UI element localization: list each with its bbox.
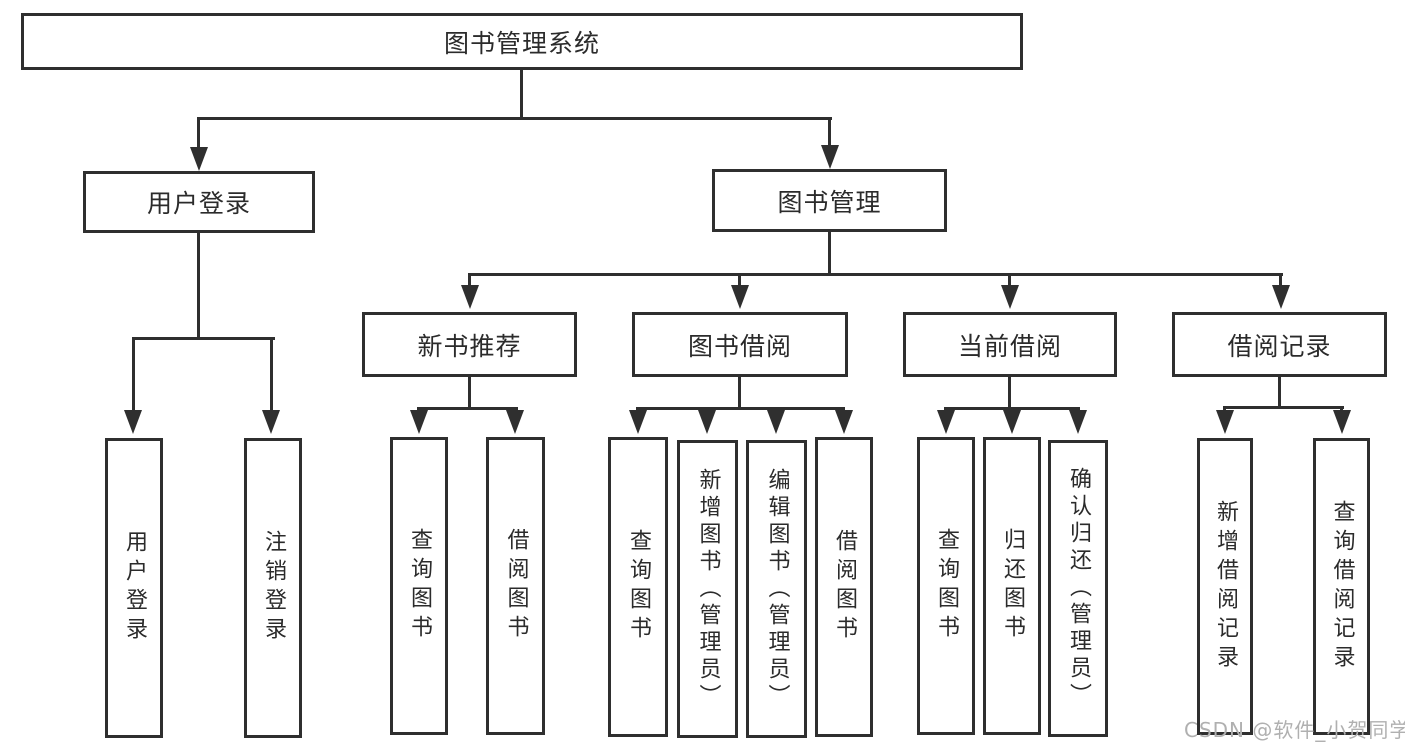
csdn-watermark: CSDN @软件_小贺同学 — [1184, 718, 1405, 742]
connector-records-branch — [1223, 406, 1344, 409]
connector-borrow-stem — [738, 377, 741, 410]
leaf-newbooks-borrow-label: 借阅图书 — [503, 528, 529, 644]
connector-userlogin-branch — [132, 337, 275, 340]
leaf-user-login-label: 用户登录 — [122, 530, 147, 646]
leaf-borrow-borrow-label: 借阅图书 — [832, 529, 857, 645]
node-book-mgmt-label: 图书管理 — [777, 187, 882, 217]
node-root-label: 图书管理系统 — [443, 28, 600, 58]
connector-newbooks-stem — [468, 377, 471, 410]
arrowhead-userlogin — [190, 147, 208, 171]
leaf-borrow-edit-admin-label: 编辑图书（管理员） — [764, 467, 790, 711]
leaf-user-login: 用户登录 — [105, 438, 163, 738]
leaf-borrow-search: 查询图书 — [608, 437, 668, 737]
connector-records-stem — [1278, 377, 1281, 409]
node-borrow: 图书借阅 — [632, 312, 848, 377]
connector-current-stem — [1008, 377, 1011, 410]
leaf-newbooks-borrow: 借阅图书 — [486, 437, 545, 735]
arrowhead-leaf-e2 — [1333, 410, 1351, 434]
arrowhead-leaf-a2 — [262, 410, 280, 434]
connector-newbooks-drop — [468, 273, 471, 289]
connector-leaf-a2-drop — [270, 337, 273, 412]
connector-bookmgmt-branch — [469, 273, 1283, 276]
leaf-borrow-borrow: 借阅图书 — [815, 437, 873, 737]
arrowhead-current — [1001, 285, 1019, 309]
connector-bookmgmt-stem — [828, 232, 831, 276]
node-user-login-label: 用户登录 — [146, 189, 251, 218]
leaf-borrow-search-label: 查询图书 — [626, 529, 651, 645]
connector-root-branch — [197, 117, 832, 120]
arrowhead-leaf-d1 — [937, 410, 955, 434]
arrowhead-leaf-c1 — [629, 410, 647, 434]
arrowhead-leaf-c2 — [698, 410, 716, 434]
node-current-label: 当前借阅 — [957, 331, 1062, 361]
connector-borrow-branch — [636, 407, 845, 410]
leaf-current-return-label: 归还图书 — [1000, 528, 1025, 644]
connector-root-stem — [520, 69, 523, 118]
leaf-records-search-label: 查询借阅记录 — [1329, 499, 1355, 674]
leaf-current-confirm-admin-label: 确认归还（管理员） — [1066, 467, 1091, 710]
arrowhead-leaf-c4 — [835, 410, 853, 434]
node-user-login: 用户登录 — [83, 171, 315, 233]
node-records: 借阅记录 — [1172, 312, 1387, 377]
connector-borrow-drop — [738, 273, 741, 289]
arrowhead-bookmgmt — [821, 145, 839, 169]
leaf-records-add-label: 新增借阅记录 — [1213, 499, 1238, 674]
connector-records-drop — [1279, 273, 1282, 289]
node-records-label: 借阅记录 — [1227, 331, 1332, 361]
leaf-logout: 注销登录 — [244, 438, 302, 738]
connector-bookmgmt-drop — [828, 117, 831, 148]
leaf-records-add: 新增借阅记录 — [1197, 438, 1253, 735]
node-root: 图书管理系统 — [21, 13, 1023, 70]
arrowhead-leaf-a1 — [124, 410, 142, 434]
leaf-borrow-add-admin: 新增图书（管理员） — [677, 440, 738, 738]
arrowhead-leaf-c3 — [767, 410, 785, 434]
node-current: 当前借阅 — [903, 312, 1117, 377]
leaf-logout-label: 注销登录 — [261, 530, 286, 646]
arrowhead-leaf-b2 — [506, 410, 524, 434]
arrowhead-leaf-d3 — [1069, 410, 1087, 434]
arrowhead-leaf-d2 — [1003, 410, 1021, 434]
arrowhead-records — [1272, 285, 1290, 309]
arrowhead-newbooks — [461, 285, 479, 309]
node-borrow-label: 图书借阅 — [687, 331, 792, 361]
connector-userlogin-drop — [197, 117, 200, 150]
connector-leaf-a1-drop — [132, 337, 135, 412]
connector-userlogin-stem — [197, 233, 200, 340]
connector-current-drop — [1008, 273, 1011, 289]
arrowhead-leaf-e1 — [1216, 410, 1234, 434]
leaf-current-search-label: 查询图书 — [934, 528, 959, 644]
leaf-current-confirm-admin: 确认归还（管理员） — [1048, 440, 1108, 737]
leaf-newbooks-search-label: 查询图书 — [407, 528, 432, 644]
leaf-borrow-add-admin-label: 新增图书（管理员） — [695, 467, 721, 711]
leaf-newbooks-search: 查询图书 — [390, 437, 448, 735]
leaf-records-search: 查询借阅记录 — [1313, 438, 1370, 735]
node-new-books-label: 新书推荐 — [417, 331, 522, 361]
leaf-borrow-edit-admin: 编辑图书（管理员） — [746, 440, 807, 738]
node-new-books: 新书推荐 — [362, 312, 577, 377]
arrowhead-borrow — [731, 285, 749, 309]
connector-newbooks-branch — [417, 407, 518, 410]
leaf-current-search: 查询图书 — [917, 437, 975, 735]
arrowhead-leaf-b1 — [410, 410, 428, 434]
node-book-mgmt: 图书管理 — [712, 169, 947, 232]
leaf-current-return: 归还图书 — [983, 437, 1041, 735]
